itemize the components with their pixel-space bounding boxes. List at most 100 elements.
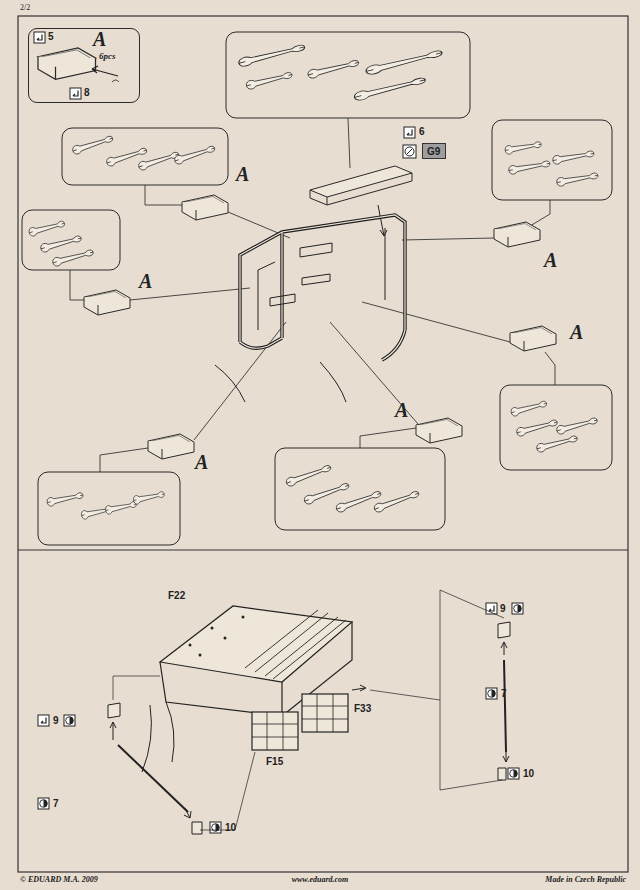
callout-number: 10 [225,822,236,833]
wrench-tool [552,149,594,165]
callout-number: 7 [501,688,507,699]
wrench-tool [285,463,332,487]
drawing-path [503,752,509,762]
wrench-tool [133,490,165,505]
group-letter: A [195,451,208,474]
assembly-arrow [92,66,118,76]
callout-number: 7 [53,798,59,809]
group-letter: A [395,399,408,422]
step-f15 [252,712,298,750]
drawing-use [508,768,519,779]
tool-group-box [62,128,228,185]
group-letter: A [236,163,249,186]
drawing-circle [189,644,192,647]
wrench-tool [536,434,578,453]
drawing-path [501,642,507,655]
fold-tab [112,80,119,82]
leader-line [200,752,255,830]
leader-line [362,302,510,342]
assembly-arrow [378,205,387,236]
leader-line [100,448,148,472]
part-name: F33 [354,703,371,714]
bend-icon [70,88,81,99]
leader-line [530,200,550,226]
bracket-part [108,703,120,718]
leader-line [70,270,84,300]
drawing-circle [199,654,202,657]
long-tray [310,166,412,197]
leader-line [348,118,350,168]
drawing-path [110,722,116,740]
callout-number: 8 [84,87,90,98]
frame-panel [258,228,385,330]
tool-group-box [492,120,612,200]
wrench-tool [365,48,443,75]
drawing-path [184,808,191,818]
tray-part [182,195,228,220]
tray-part [148,434,194,459]
tool-group-box [226,32,470,118]
wrench-tool [504,140,541,155]
group-letter: A [544,249,557,272]
wrench-tool [46,491,83,507]
long-tray [310,173,412,205]
wrench-tool [40,234,82,253]
drawing-use [38,798,49,809]
drawing-use [64,715,75,726]
part-name: F22 [168,590,185,601]
replace-icon [403,145,416,158]
wrench-tool [72,134,114,155]
tray-part [510,326,556,351]
group-letter: A [139,270,152,293]
leader-line [440,590,504,790]
plate-part [498,768,506,780]
callout-number: 6 [419,126,425,137]
drawing-circle [211,627,214,630]
wrench-tool [238,43,306,68]
wrench-tool [556,171,598,187]
leader-line [113,676,160,700]
wrench-tool [508,159,550,175]
rod-part [504,660,506,752]
wrench-tool [516,418,558,437]
tray-part [84,290,130,315]
drawing-path [302,694,348,732]
wrench-tool [245,70,292,90]
wrench-tool [28,219,65,237]
bend-icon [34,32,45,43]
tray-part [416,418,462,443]
sheet-frame [18,16,628,872]
plate-part [192,822,202,834]
wrench-tool [105,500,137,515]
wrench-tool [303,481,350,505]
drawing-use [486,688,497,699]
drawing-use [210,822,221,833]
part-code: G9 [427,146,440,157]
callout-number: 10 [523,768,534,779]
leader-line [402,238,494,240]
tool-group-box [275,448,445,530]
wrench-tool [556,416,598,435]
drawing-use [512,603,523,614]
tray-part [38,48,96,79]
callout-number: 9 [53,715,59,726]
leader-line [330,322,418,424]
wheel-arch [142,702,174,772]
page-number: 2/2 [20,3,30,12]
tool-group-box [500,385,612,470]
frame-tube [240,215,405,360]
leader-line [370,690,440,700]
quantity-note: 6pcs [99,51,116,61]
wrench-tool [307,58,360,79]
part-code-box: G9 [422,143,446,159]
leader-line [145,185,182,205]
wrench-tool [510,399,547,417]
leader-line [360,428,416,448]
wrench-tool [138,150,180,171]
vehicle-rear [142,606,366,772]
leader-line [545,352,555,385]
wrench-tool [52,248,94,267]
deck-plate [160,606,352,682]
